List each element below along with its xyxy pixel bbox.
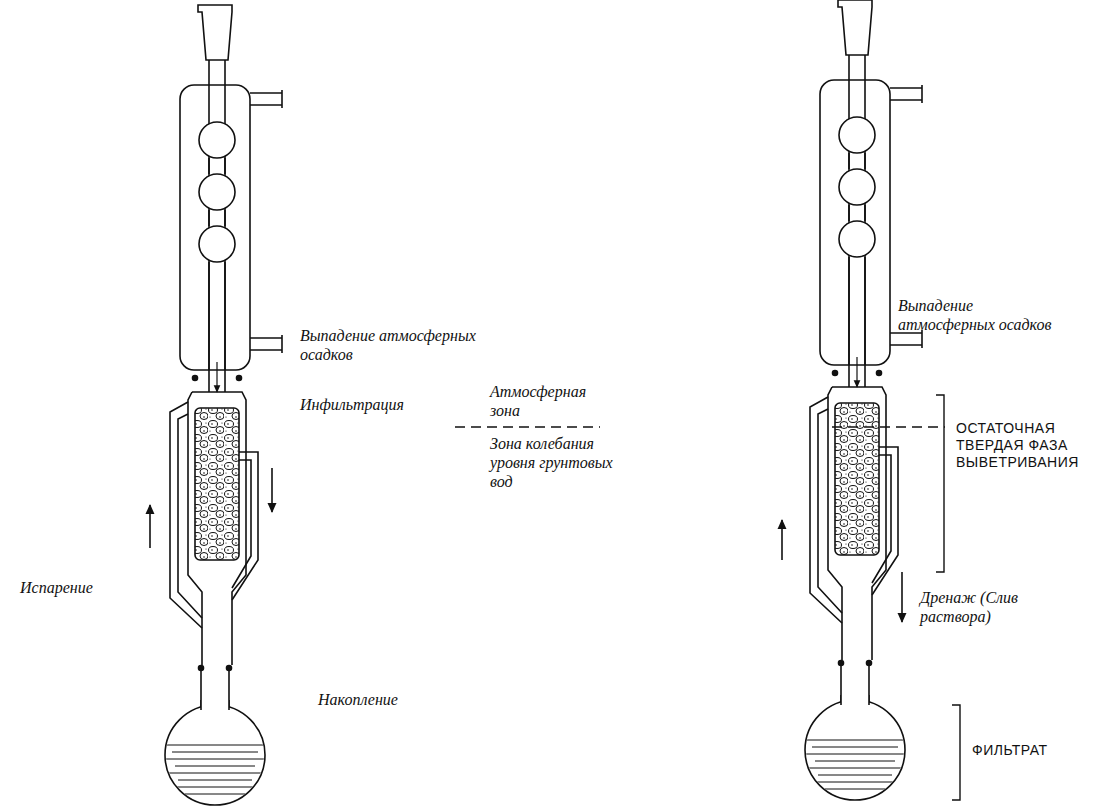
label: Выпадение атмосферных осадков — [300, 326, 485, 364]
label: Накопление — [318, 690, 448, 709]
label: Инфильтрация — [300, 395, 450, 414]
evaporation-arrow — [149, 505, 151, 548]
label: Зона колебания уровня грунтовых вод — [490, 434, 620, 492]
evaporation-arrow — [781, 520, 783, 560]
flow-arrow — [271, 468, 273, 512]
zone-boundary — [455, 426, 945, 427]
label: Атмосферная зона — [490, 382, 600, 420]
label: Дренаж (Слив раствора) — [920, 588, 1060, 626]
label: Испарение — [20, 578, 130, 597]
soxhlet-extractor — [160, 5, 282, 805]
label: ОСТАТОЧНАЯ ТВЕРДАЯ ФАЗА ВЫВЕТРИВАНИЯ — [956, 420, 1091, 470]
bracket — [952, 705, 960, 800]
soxhlet-extractor — [800, 0, 922, 800]
label: Выпадение атмосферных осадков — [898, 296, 1068, 334]
label: ФИЛЬТРАТ — [972, 742, 1092, 759]
drainage-arrow — [901, 572, 903, 622]
bracket — [936, 395, 944, 572]
